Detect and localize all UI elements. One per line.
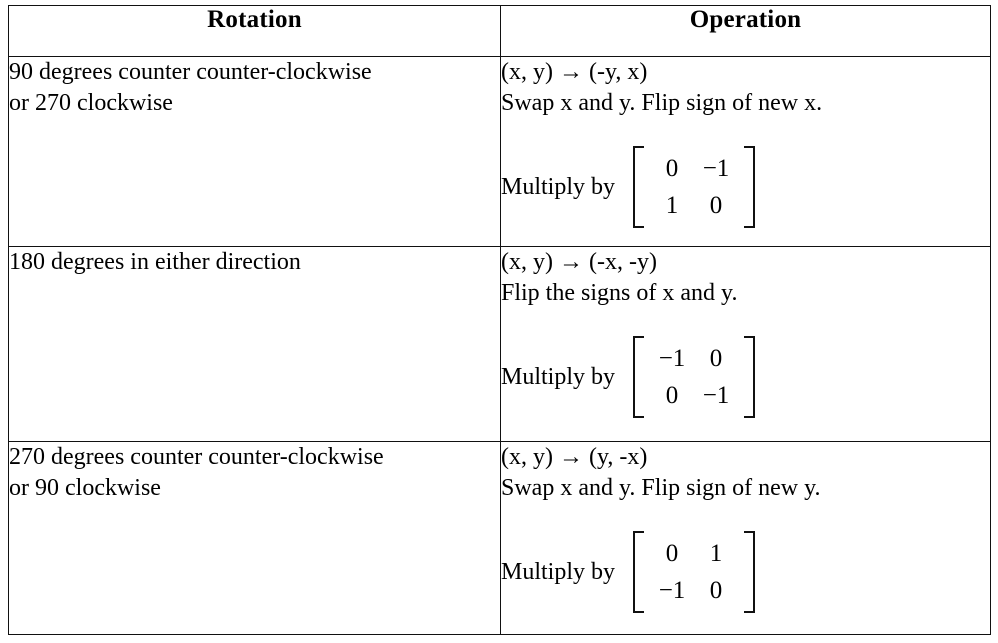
matrix-left-bracket — [633, 336, 645, 418]
matrix-left-bracket — [633, 146, 645, 228]
rotation-rules-table: Rotation Operation 90 degrees counter co… — [8, 5, 991, 635]
matrix-cell-r1c0: 0 — [665, 382, 679, 409]
column-header-operation: Operation — [500, 5, 991, 57]
matrix: 0 −1 1 0 — [633, 146, 756, 228]
rotation-text-line-1: 270 degrees counter counter-clockwise — [9, 444, 384, 470]
matrix-cell-r1c1: 0 — [709, 577, 723, 604]
operation-cell-3: (x, y) → (y, -x) Swap x and y. Flip sign… — [500, 441, 991, 635]
matrix-cell-r0c0: 0 — [665, 155, 679, 182]
matrix-cell-r0c1: −1 — [702, 155, 730, 182]
matrix-cell-r0c1: 1 — [709, 540, 723, 567]
multiply-label: Multiply by — [501, 558, 616, 585]
table-row: 180 degrees in either direction (x, y) →… — [8, 246, 991, 442]
table-body: 90 degrees counter counter-clockwise or … — [8, 56, 991, 635]
matrix-cell-r1c0: −1 — [658, 577, 686, 604]
mapping-text: (x, y) → (-y, x) — [501, 59, 648, 85]
column-header-operation-label: Operation — [689, 6, 802, 33]
matrix-grid: 0 1 −1 0 — [644, 531, 744, 613]
operation-cell-2: (x, y) → (-x, -y) Flip the signs of x an… — [500, 246, 991, 442]
operation-cell-1: (x, y) → (-y, x) Swap x and y. Flip sign… — [500, 56, 991, 247]
matrix-cell-r1c1: −1 — [702, 382, 730, 409]
mapping-text: (x, y) → (-x, -y) — [501, 249, 657, 275]
rotation-cell-1: 90 degrees counter counter-clockwise or … — [8, 56, 501, 247]
table-header-row: Rotation Operation — [8, 5, 991, 57]
matrix-right-bracket — [744, 146, 756, 228]
rotation-text-line-2: or 90 clockwise — [9, 475, 161, 501]
matrix-cell-r0c0: 0 — [665, 540, 679, 567]
table-row: 90 degrees counter counter-clockwise or … — [8, 56, 991, 247]
multiply-label: Multiply by — [501, 363, 616, 390]
rotation-text-line-1: 180 degrees in either direction — [9, 249, 301, 275]
matrix-right-bracket — [744, 336, 756, 418]
matrix: −1 0 0 −1 — [633, 336, 756, 418]
matrix: 0 1 −1 0 — [633, 531, 756, 613]
multiply-block: Multiply by 0 −1 1 0 — [501, 146, 990, 228]
matrix-cell-r0c0: −1 — [658, 345, 686, 372]
rotation-cell-3: 270 degrees counter counter-clockwise or… — [8, 441, 501, 635]
rotation-cell-2: 180 degrees in either direction — [8, 246, 501, 442]
column-header-rotation: Rotation — [8, 5, 501, 57]
matrix-left-bracket — [633, 531, 645, 613]
matrix-grid: −1 0 0 −1 — [644, 336, 744, 418]
multiply-label: Multiply by — [501, 173, 616, 200]
matrix-cell-r1c1: 0 — [709, 192, 723, 219]
matrix-cell-r1c0: 1 — [665, 192, 679, 219]
description-text: Flip the signs of x and y. — [501, 280, 738, 306]
multiply-block: Multiply by −1 0 0 −1 — [501, 336, 990, 418]
rotation-text-line-1: 90 degrees counter counter-clockwise — [9, 59, 372, 85]
rotation-text-line-2: or 270 clockwise — [9, 90, 173, 116]
table-row: 270 degrees counter counter-clockwise or… — [8, 441, 991, 635]
description-text: Swap x and y. Flip sign of new y. — [501, 475, 821, 501]
mapping-text: (x, y) → (y, -x) — [501, 444, 648, 470]
multiply-block: Multiply by 0 1 −1 0 — [501, 531, 990, 613]
table-header: Rotation Operation — [8, 5, 991, 57]
matrix-cell-r0c1: 0 — [709, 345, 723, 372]
column-header-rotation-label: Rotation — [207, 6, 302, 33]
matrix-right-bracket — [744, 531, 756, 613]
description-text: Swap x and y. Flip sign of new x. — [501, 90, 823, 116]
matrix-grid: 0 −1 1 0 — [644, 146, 744, 228]
